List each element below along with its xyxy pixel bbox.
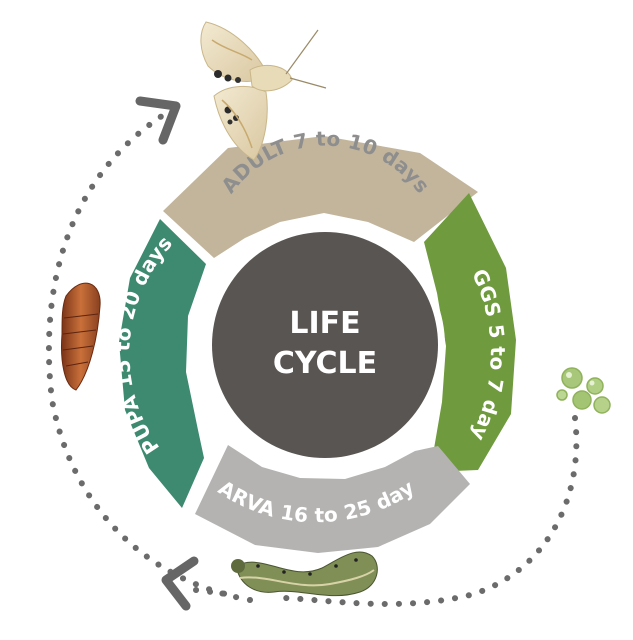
center-title-line1: LIFE [289,306,360,341]
dotted-arrow-path-bottom [193,587,238,598]
caterpillar-icon [231,551,378,597]
segment-larva [195,445,470,553]
center-title-line2: CYCLE [273,346,377,381]
arrowhead-bottom-icon [161,556,199,611]
dotted-arrow-path-right [282,415,580,607]
center-circle [212,232,438,458]
moth-icon [200,21,327,161]
dotted-arrow-path-left [45,109,253,603]
segment-pupa [119,219,206,508]
center-disc: LIFE CYCLE [205,225,445,465]
segment-adult [163,136,478,258]
segment-eggs [424,193,516,472]
arrowhead-top-icon [135,96,181,145]
pupa-icon [61,282,101,391]
ring [119,136,516,553]
cycle-arrows [45,96,580,611]
egg-cluster-icon [556,367,611,414]
